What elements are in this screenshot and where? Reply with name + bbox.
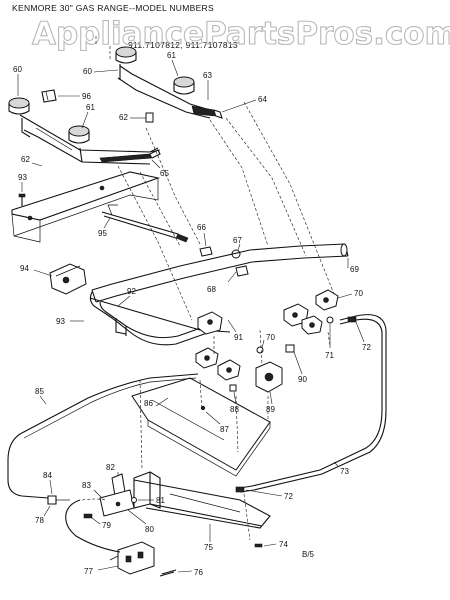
callout-68: 68: [207, 285, 216, 294]
callout-74: 74: [279, 540, 288, 549]
callout-65: 65: [160, 169, 169, 178]
callout-82: 82: [106, 463, 115, 472]
watermark-text: AppliancePartsPros.com: [32, 16, 450, 52]
callout-70-lower: 70: [266, 333, 275, 342]
hidden-lines: [95, 36, 335, 541]
callout-90: 90: [298, 375, 307, 384]
oven-burner-lower: [99, 471, 271, 577]
callout-61-right: 61: [167, 51, 176, 60]
burner-assembly-left: [8, 89, 161, 243]
callout-67: 67: [233, 236, 242, 245]
callout-93-lower: 93: [56, 317, 65, 326]
callout-60-left: 60: [13, 65, 22, 74]
callout-62-left: 62: [21, 155, 30, 164]
callout-79: 79: [102, 521, 111, 530]
oven-valve-assembly: [47, 495, 155, 575]
callout-72-upper: 72: [362, 343, 371, 352]
burner-valves: [49, 263, 339, 393]
callout-73: 73: [340, 467, 349, 476]
callout-92: 92: [127, 287, 136, 296]
callout-66: 66: [197, 223, 206, 232]
thermostat-tube: [101, 204, 189, 243]
callout-72-lower: 72: [284, 492, 293, 501]
pilot-tube: [7, 373, 199, 499]
callout-63: 63: [203, 71, 212, 80]
page-reference: B/5: [302, 550, 315, 559]
callout-96: 96: [82, 92, 91, 101]
callout-76: 76: [194, 568, 203, 577]
callout-labels: 60 60 61 61 62 62 63 64 65 66 67 68 69 7…: [13, 51, 371, 577]
callout-95: 95: [98, 229, 107, 238]
oven-baffle: [131, 377, 271, 477]
callout-88: 88: [230, 405, 239, 414]
callout-69: 69: [350, 265, 359, 274]
callout-77: 77: [84, 567, 93, 576]
callout-85: 85: [35, 387, 44, 396]
leader-lines: [17, 59, 365, 573]
callout-94: 94: [20, 264, 29, 273]
callout-78: 78: [35, 516, 44, 525]
callout-80: 80: [145, 525, 154, 534]
header-model-numbers: 911.7107812, 911.7107813: [128, 40, 238, 50]
callout-61-left: 61: [86, 103, 95, 112]
oven-gas-line: [235, 314, 387, 493]
callout-84: 84: [43, 471, 52, 480]
callout-91: 91: [234, 333, 243, 342]
callout-89: 89: [266, 405, 275, 414]
callout-71: 71: [325, 351, 334, 360]
callout-64: 64: [258, 95, 267, 104]
valve-fittings: [199, 246, 249, 277]
callout-62-right: 62: [119, 113, 128, 122]
burner-assembly-right: [115, 46, 223, 153]
header-title: KENMORE 30" GAS RANGE--MODEL NUMBERS: [12, 3, 214, 13]
callout-83: 83: [82, 481, 91, 490]
gas-manifold: [89, 243, 349, 346]
callout-60-right: 60: [83, 67, 92, 76]
callout-86: 86: [144, 399, 153, 408]
callout-70-upper: 70: [354, 289, 363, 298]
callout-75: 75: [204, 543, 213, 552]
callout-87: 87: [220, 425, 229, 434]
callout-81: 81: [156, 496, 165, 505]
callout-93-upper: 93: [18, 173, 27, 182]
